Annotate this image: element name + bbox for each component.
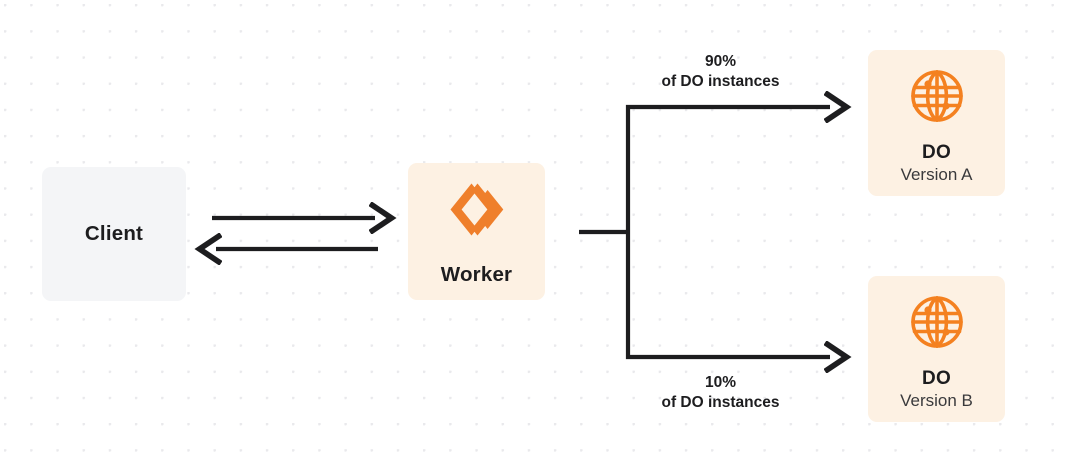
edge-label-do-a-percent: 90%	[704, 53, 737, 70]
edge-label-do-a: 90% of DO instances	[628, 52, 813, 93]
edge-label-do-a-description: of DO instances	[661, 73, 780, 91]
node-do-version-b: DO Version B	[868, 276, 1005, 422]
node-do-version-a: DO Version A	[868, 50, 1005, 196]
globe-icon	[906, 65, 968, 132]
edge-label-do-b-percent: 10%	[704, 374, 737, 391]
node-worker: Worker	[408, 163, 545, 300]
node-client: Client	[42, 167, 186, 301]
node-do-b-sublabel: Version B	[900, 391, 973, 411]
globe-icon	[906, 291, 968, 358]
node-worker-label: Worker	[440, 263, 513, 286]
edge-label-do-b-description: of DO instances	[661, 394, 780, 412]
connector-worker-to-do-a	[625, 107, 830, 232]
node-client-label: Client	[84, 222, 144, 245]
node-do-a-sublabel: Version A	[900, 165, 973, 185]
node-do-a-label: DO	[921, 141, 952, 163]
edge-label-do-b: 10% of DO instances	[628, 373, 813, 414]
cloudflare-workers-icon	[443, 176, 511, 249]
node-do-b-label: DO	[921, 367, 952, 389]
connector-worker-to-do-b	[625, 232, 830, 357]
